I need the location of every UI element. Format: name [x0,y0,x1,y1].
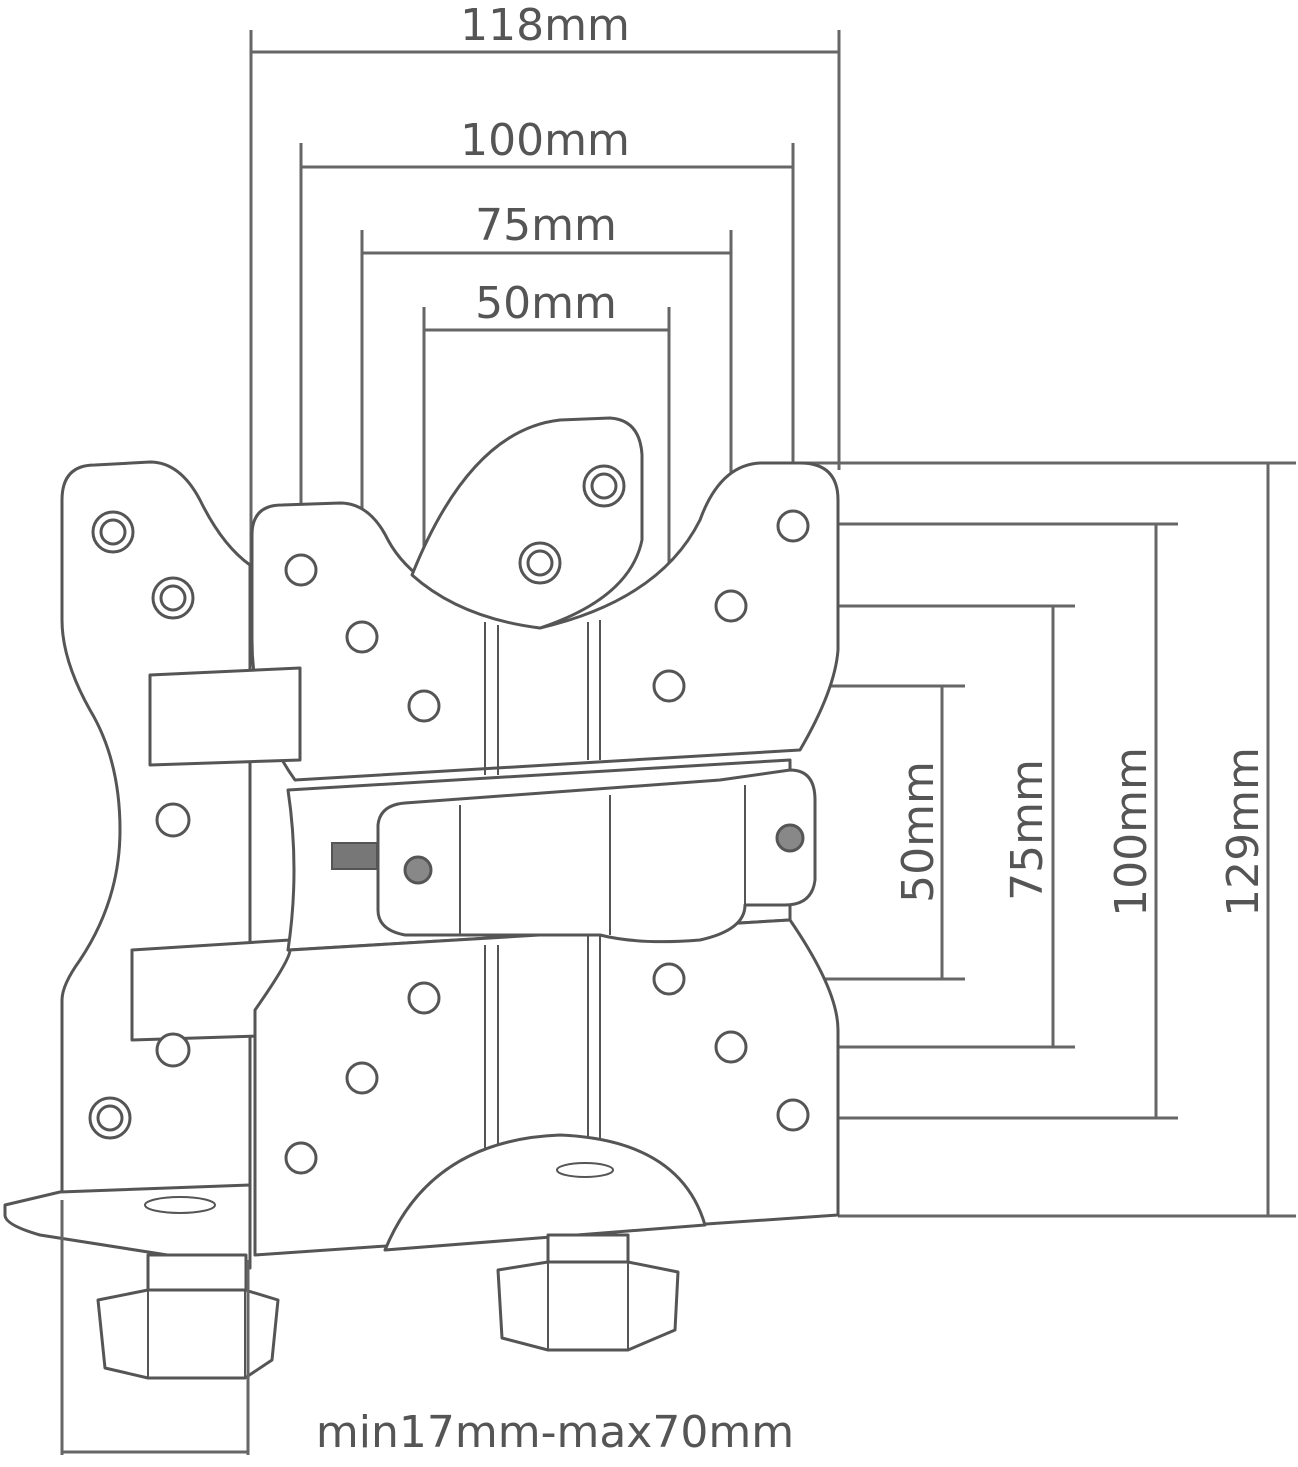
base-plate [3,1183,252,1270]
upper-rail [148,666,302,767]
dimension-label-100mm: 100mm [460,115,630,166]
vesa-plate [250,461,840,782]
dimension-vertical-100mm: 100mm [813,522,1178,1120]
mount-bracket [3,416,840,1380]
dimension-label-vertical-75mm: 75mm [1002,759,1053,901]
dimension-clamp-range: min17mm-max70mm [60,1200,794,1458]
mounting-holes [88,464,810,1175]
clamp-base-arch [383,1133,707,1252]
dimension-label-vertical-129mm: 129mm [1218,747,1269,917]
right-knob [496,1233,680,1352]
back-plate [60,460,252,1212]
clamp-body [253,918,840,1257]
dimension-vertical-129mm: 129mm [800,461,1296,1218]
dimension-label-vertical-50mm: 50mm [893,761,944,903]
dimension-label-50mm: 50mm [475,278,617,329]
arch-plate [410,416,644,630]
left-knob [96,1253,280,1380]
dimension-100mm: 100mm [299,115,795,555]
front-strap [376,768,817,944]
strap-bolt [331,823,805,885]
dimension-label-118mm: 118mm [460,0,630,51]
dimension-50mm: 50mm [422,278,671,690]
dimension-label-clamp-range: min17mm-max70mm [316,1407,794,1458]
dimension-label-75mm: 75mm [475,200,617,251]
dimension-118mm: 118mm [249,0,841,580]
dimension-label-vertical-100mm: 100mm [1106,747,1157,917]
